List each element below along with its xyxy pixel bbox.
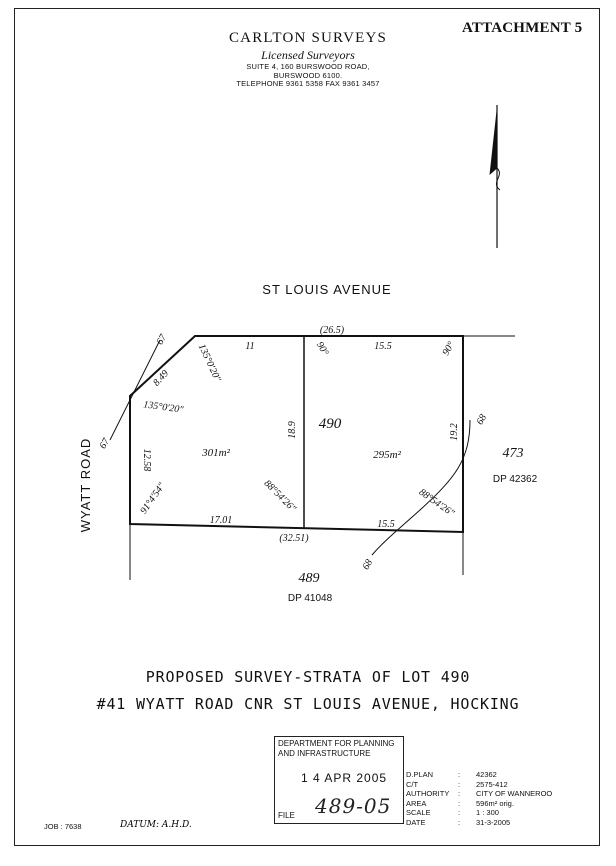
bottom-total-dimension: (32.51): [279, 533, 309, 544]
detail-key: DATE: [406, 817, 426, 827]
department-line-2: AND INFRASTRUCTURE: [278, 748, 371, 758]
section-mark-right-bottom: 68: [361, 558, 376, 572]
road-name-north: ST LOUIS AVENUE: [262, 282, 391, 297]
lot-boundary: [129, 335, 464, 534]
dim-east-side: 19.2: [449, 423, 460, 441]
stamp-file-number: 489-05: [315, 794, 392, 818]
detail-key: AUTHORITY: [406, 789, 450, 798]
department-stamp-heading: DEPARTMENT FOR PLANNING AND INFRASTRUCTU…: [278, 739, 394, 758]
plan-title-line-2: #41 WYATT ROAD CNR ST LOUIS AVENUE, HOCK…: [96, 695, 520, 713]
section-mark-left-top: 67: [155, 332, 170, 347]
dim-top-east: 15.5: [374, 341, 392, 352]
neighbour-south-dp: DP 41048: [288, 593, 333, 604]
stamp-file-label: FILE: [278, 811, 295, 820]
north-arrow-icon: [489, 105, 501, 248]
top-total-dimension: (26.5): [320, 325, 345, 336]
dim-bottom-east: 15.5: [377, 519, 395, 530]
angle-truncation-left: 135°0'20": [143, 399, 185, 416]
department-line-1: DEPARTMENT FOR PLANNING: [278, 739, 395, 748]
detail-value: 2575-412: [476, 779, 508, 789]
dim-middle: 18.9: [287, 421, 298, 439]
dim-truncation: 8.49: [151, 368, 171, 388]
attachment-label: ATTACHMENT 5: [462, 20, 583, 36]
angle-top-middle: 90°: [314, 340, 331, 358]
surveyor-address-1: SUITE 4, 160 BURSWOOD ROAD,: [246, 62, 370, 71]
surveyor-address-2: BURSWOOD 6100.: [273, 70, 343, 80]
section-mark-right-top: 68: [475, 413, 490, 427]
surveyor-header: CARLTON SURVEYS Licensed Surveyors SUITE…: [0, 30, 616, 89]
lot-number: 490: [319, 416, 342, 432]
neighbour-south-lot: 489: [299, 571, 320, 586]
surveyor-name: CARLTON SURVEYS: [228, 30, 388, 46]
detail-row: AREA:596m² orig.: [406, 798, 514, 808]
angle-top-east: 90°: [441, 340, 458, 358]
detail-key: SCALE: [406, 808, 431, 817]
neighbour-east-dp: DP 42362: [493, 474, 538, 485]
detail-key: D.PLAN: [406, 770, 434, 779]
detail-key: AREA: [406, 798, 427, 808]
detail-value: 596m² orig.: [476, 798, 514, 808]
surveyor-phone: TELEPHONE 9361 5358 FAX 9361 3457: [236, 79, 380, 88]
dim-bottom-west: 17.01: [210, 515, 233, 526]
stamp-date: 1 4 APR 2005: [301, 771, 388, 785]
dim-top-west: 11: [245, 341, 254, 352]
road-boundary-lines: [129, 335, 515, 580]
detail-key: C/T: [406, 779, 419, 789]
angle-bottom-east: 88°54'26": [417, 487, 457, 520]
detail-row: D.PLAN:42362: [406, 770, 497, 779]
detail-value: 1 : 300: [476, 808, 499, 817]
job-number: JOB : 7638: [44, 822, 82, 831]
detail-row: DATE:31-3-2005: [406, 817, 511, 827]
detail-value: 31-3-2005: [476, 817, 511, 827]
detail-row: AUTHORITY:CITY OF WANNEROO: [406, 789, 553, 798]
angle-truncation-top: 135°0'20": [196, 342, 223, 384]
angle-bottom-middle: 88°54'26": [262, 478, 299, 515]
lot-west-area: 301m²: [201, 447, 230, 459]
section-mark-left-bottom: 67: [98, 436, 113, 451]
detail-value: 42362: [476, 770, 497, 779]
road-name-west: WYATT ROAD: [78, 438, 93, 533]
datum-note: DATUM: A.H.D.: [120, 820, 192, 830]
detail-row: SCALE:1 : 300: [406, 808, 499, 817]
department-stamp: DEPARTMENT FOR PLANNING AND INFRASTRUCTU…: [274, 736, 404, 824]
lot-east-area: 295m²: [373, 449, 401, 461]
neighbour-east-lot: 473: [503, 446, 524, 461]
plan-details: D.PLAN:42362 C/T:2575-412 AUTHORITY:CITY…: [406, 770, 606, 827]
angle-bottom-west: 91°4'54": [138, 480, 168, 516]
detail-row: C/T:2575-412: [406, 779, 508, 789]
detail-value: CITY OF WANNEROO: [476, 789, 553, 798]
surveyor-subtitle: Licensed Surveyors: [261, 48, 355, 62]
sheet-border: [14, 8, 600, 846]
dim-west-side: 12.58: [141, 449, 152, 472]
section-lines: [109, 339, 471, 556]
plan-title-line-1: PROPOSED SURVEY-STRATA OF LOT 490: [145, 668, 471, 686]
